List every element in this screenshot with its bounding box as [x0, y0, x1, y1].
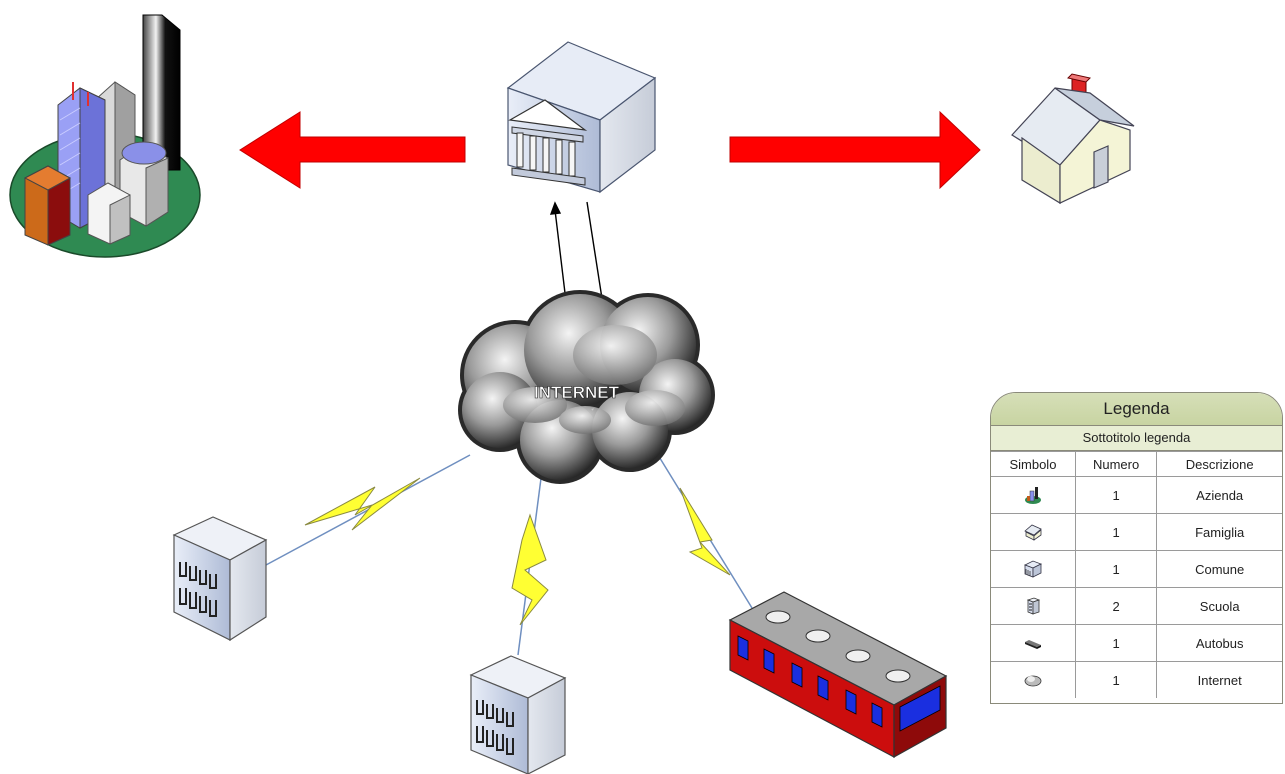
legend-description: Internet	[1156, 661, 1282, 698]
legend-row: 1 Azienda	[991, 476, 1282, 514]
bus-icon	[728, 591, 948, 759]
legend-table: Legenda Sottotitolo legenda Simbolo Nume…	[990, 392, 1283, 704]
column-header-number: Numero	[1074, 451, 1158, 477]
legend-description: Scuola	[1156, 587, 1282, 625]
legend-number: 1	[1074, 513, 1158, 551]
legend-description: Comune	[1156, 550, 1282, 588]
legend-description: Famiglia	[1156, 513, 1282, 551]
arrow-to-family	[729, 110, 981, 190]
column-header-symbol: Simbolo	[991, 451, 1076, 477]
house-icon	[1024, 524, 1042, 541]
legend-number: 1	[1074, 624, 1158, 662]
school-building-icon-left	[172, 516, 268, 642]
city-icon	[1024, 487, 1041, 504]
legend-subtitle: Sottotitolo legenda	[991, 426, 1282, 451]
legend-header-row: Simbolo Numero Descrizione	[991, 451, 1282, 477]
school-building-icon	[1026, 597, 1041, 615]
wireless-links	[265, 439, 753, 656]
column-header-description: Descrizione	[1156, 451, 1282, 477]
legend-description: Azienda	[1156, 476, 1282, 514]
cloud-label: INTERNET	[534, 383, 620, 402]
legend-number: 2	[1074, 587, 1158, 625]
legend-number: 1	[1074, 476, 1158, 514]
legend-row: 2 Scuola	[991, 587, 1282, 625]
cloud-icon	[1024, 675, 1042, 687]
legend-row: 1 Comune	[991, 550, 1282, 588]
legend-row: 1 Autobus	[991, 624, 1282, 662]
internet-cloud: INTERNET	[458, 290, 715, 484]
legend-number: 1	[1074, 661, 1158, 698]
legend-row: 1 Internet	[991, 661, 1282, 698]
arrow-to-company	[239, 111, 466, 189]
legend-title: Legenda	[991, 393, 1282, 426]
family-house-icon	[1011, 73, 1135, 205]
school-building-icon-bottom	[469, 655, 567, 774]
town-hall-icon	[506, 41, 657, 194]
bus-icon	[1024, 640, 1041, 649]
legend-grid: Simbolo Numero Descrizione 1 Azienda 1	[991, 451, 1282, 698]
company-city-icon	[9, 14, 201, 258]
legend-description: Autobus	[1156, 624, 1282, 662]
legend-number: 1	[1074, 550, 1158, 588]
town-hall-icon	[1023, 560, 1042, 578]
legend-row: 1 Famiglia	[991, 513, 1282, 551]
